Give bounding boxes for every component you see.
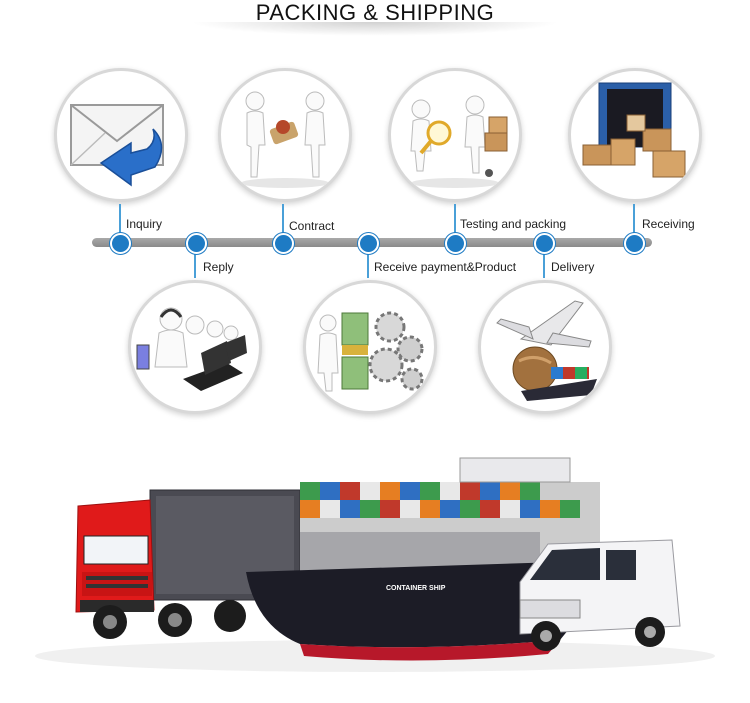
magnifier-box-icon <box>388 68 522 202</box>
reply-dot <box>186 233 207 254</box>
payment-connector <box>367 246 369 278</box>
step-label-delivery: Delivery <box>551 260 595 274</box>
transport-scene: CONTAINER SHIP <box>0 440 750 698</box>
step-label-payment: Receive payment&Product <box>374 260 517 274</box>
delivery-dot <box>534 233 555 254</box>
handshake-figures-icon <box>218 68 352 202</box>
white-van-image <box>519 539 681 651</box>
contract-connector <box>282 204 284 240</box>
plane-globe-ship-icon <box>478 280 612 414</box>
step-label-testing: Testing and packing <box>460 217 567 231</box>
title-underline-shadow <box>190 22 560 36</box>
container-boxes-icon <box>568 68 702 202</box>
step-label-contract: Contract <box>289 219 335 233</box>
inquiry-dot <box>110 233 131 254</box>
call-center-icon <box>128 280 262 414</box>
envelope-icon <box>54 68 188 202</box>
receiving-connector <box>633 204 635 240</box>
money-gears-icon <box>303 280 437 414</box>
step-label-reply: Reply <box>203 260 234 274</box>
red-truck-image <box>75 489 301 639</box>
testing-dot <box>445 233 466 254</box>
receiving-dot <box>624 233 645 254</box>
ship-hull-label: CONTAINER SHIP <box>386 585 446 592</box>
page-title: PACKING & SHIPPING <box>255 0 495 25</box>
inquiry-connector <box>119 204 121 240</box>
step-label-receiving: Receiving <box>642 217 695 231</box>
testing-connector <box>454 204 456 240</box>
reply-connector <box>194 246 196 278</box>
delivery-connector <box>543 246 545 278</box>
contract-dot <box>273 233 294 254</box>
payment-dot <box>358 233 379 254</box>
step-label-inquiry: Inquiry <box>126 217 163 231</box>
